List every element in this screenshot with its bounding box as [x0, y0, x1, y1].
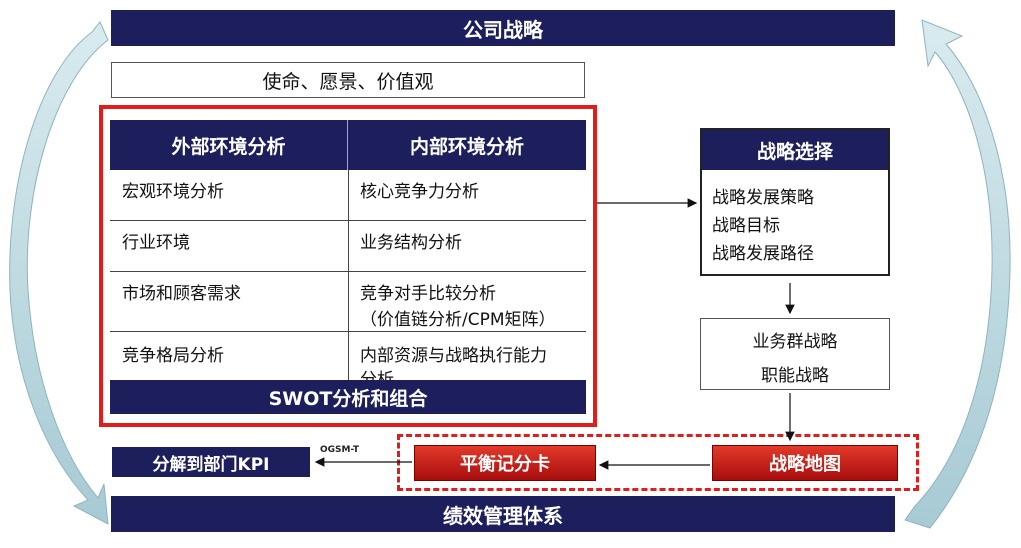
company-strategy-label: 公司战略	[463, 17, 543, 42]
performance-system-label: 绩效管理体系	[443, 503, 563, 528]
external-header-label: 外部环境分析	[171, 135, 286, 158]
strategy-choice-title: 战略选择	[756, 140, 833, 163]
swot-bar: SWOT分析和组合	[110, 380, 586, 414]
performance-system-bar: 绩效管理体系	[111, 496, 895, 532]
internal-cell: 内部资源与战略执行能力	[360, 346, 547, 366]
department-kpi-box: 分解到部门KPI	[112, 447, 310, 477]
strategy-choice-box: 战略选择 战略发展策略 战略目标 战略发展路径	[700, 128, 890, 276]
external-cell: 市场和顾客需求	[122, 284, 241, 304]
external-cell: 行业环境	[122, 233, 190, 253]
kpi-label: 分解到部门KPI	[152, 454, 270, 475]
company-strategy-bar: 公司战略	[111, 10, 895, 46]
analysis-table: 外部环境分析 内部环境分析 宏观环境分析 核心竞争力分析 行业环境 业务结构分析…	[110, 120, 586, 414]
internal-cell: 竞争对手比较分析	[360, 284, 496, 304]
internal-header-label: 内部环境分析	[409, 135, 524, 158]
internal-cell: 核心竞争力分析	[360, 182, 479, 202]
functional-strategy: 职能战略	[761, 366, 829, 386]
mission-box: 使命、愿景、价值观	[111, 62, 585, 98]
strategy-map-box: 战略地图	[712, 445, 898, 481]
business-group-strategy: 业务群战略	[752, 332, 838, 352]
column-divider	[348, 170, 349, 380]
external-analysis-header: 外部环境分析	[110, 120, 348, 170]
right-cycle-arrow	[904, 19, 1011, 529]
internal-cell: 业务结构分析	[360, 233, 462, 253]
ogsm-label: OGSM-T	[320, 445, 360, 455]
swot-label: SWOT分析和组合	[268, 387, 428, 410]
left-cycle-arrow	[9, 21, 109, 525]
strategy-map-label: 战略地图	[769, 454, 841, 475]
strategy-choice-item: 战略目标	[712, 216, 780, 236]
strategy-choice-item: 战略发展策略	[712, 188, 814, 208]
strategy-choice-header: 战略选择	[702, 130, 888, 170]
scorecard-label: 平衡记分卡	[460, 454, 550, 475]
table-row: 市场和顾客需求 竞争对手比较分析 （价值链分析/CPM矩阵）	[110, 272, 586, 332]
external-cell: 宏观环境分析	[122, 182, 224, 202]
internal-analysis-header: 内部环境分析	[348, 120, 586, 170]
business-strategy-box: 业务群战略 职能战略	[700, 318, 890, 390]
analysis-highlight-frame	[99, 105, 597, 427]
internal-cell-note: （价值链分析/CPM矩阵）	[360, 310, 556, 330]
internal-cell-note: 分析	[360, 370, 394, 380]
strategy-choice-item: 战略发展路径	[712, 244, 814, 264]
mission-label: 使命、愿景、价值观	[262, 70, 434, 93]
table-row: 竞争格局分析 内部资源与战略执行能力 分析	[110, 332, 586, 380]
external-cell: 竞争格局分析	[122, 346, 224, 366]
balanced-scorecard-box: 平衡记分卡	[414, 445, 596, 481]
